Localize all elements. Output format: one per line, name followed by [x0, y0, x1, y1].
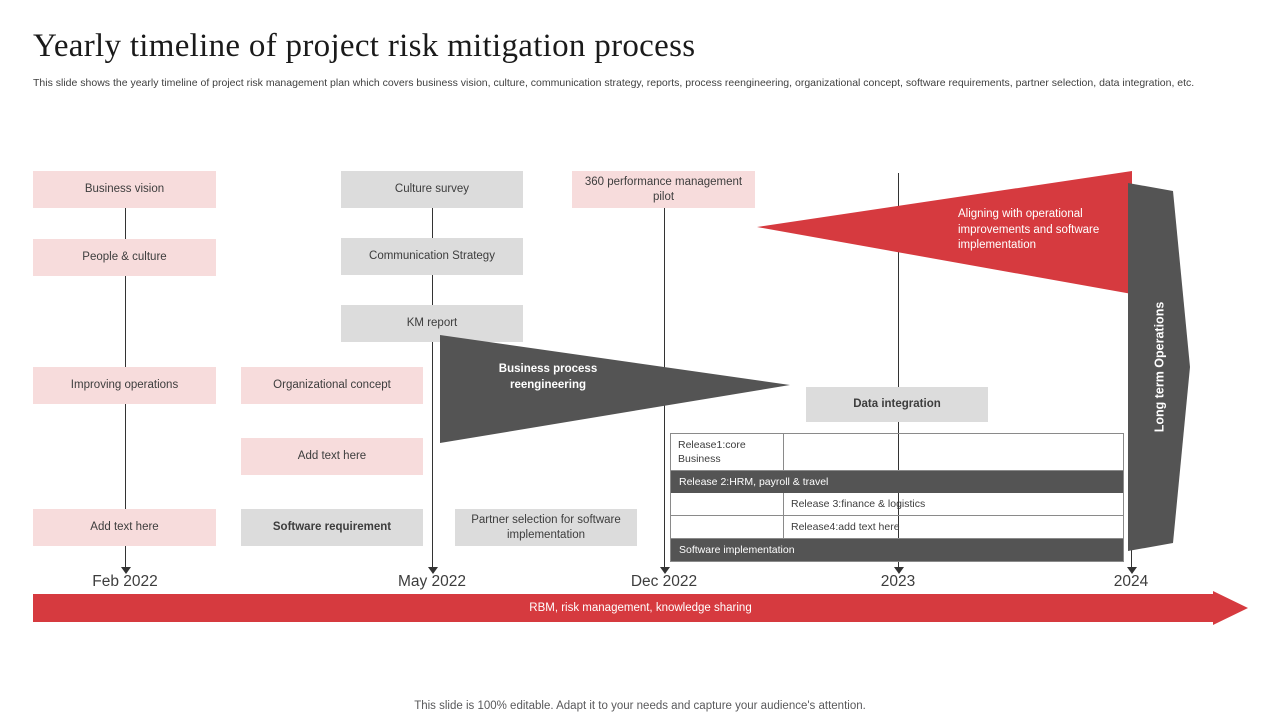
red-triangle-shape [757, 171, 1132, 294]
table-cell-software-implementation: Software implementation [679, 544, 795, 556]
milestone-360-performance-management-pilot[interactable]: 360 performance management pilot [572, 171, 755, 208]
dark-triangle-shape [440, 335, 790, 443]
milestone-add-text-here-1[interactable]: Add text here [33, 509, 216, 546]
axis-arrowhead-2024 [1127, 567, 1137, 574]
bottom-timeline-arrow[interactable] [33, 591, 1248, 625]
table-cell-release-4-left [671, 516, 784, 538]
axis-arrowhead-dec-2022 [660, 567, 670, 574]
table-cell-release-3-left [671, 493, 784, 515]
table-cell-release-1-right [784, 434, 1123, 470]
axis-label-feb-2022: Feb 2022 [92, 573, 158, 590]
milestone-culture-survey[interactable]: Culture survey [341, 171, 523, 208]
page-subtitle: This slide shows the yearly timeline of … [33, 77, 1195, 89]
hexagon-shape [1128, 183, 1190, 551]
release-table: Release1:core Business Release 2:HRM, pa… [670, 433, 1124, 562]
long-term-operations-shape[interactable] [1128, 183, 1190, 556]
aligning-with-operational-improvements-label: Aligning with operational improvements a… [958, 207, 1153, 254]
axis-arrowhead-2023 [894, 567, 904, 574]
axis-label-2023: 2023 [880, 573, 916, 590]
business-process-reengineering-label: Business process reengineering [468, 362, 628, 393]
table-row[interactable]: Release 2:HRM, payroll & travel [671, 471, 1123, 493]
milestone-partner-selection[interactable]: Partner selection for software implement… [455, 509, 637, 546]
milestone-communication-strategy[interactable]: Communication Strategy [341, 238, 523, 275]
business-process-reengineering-arrow[interactable] [440, 334, 790, 444]
aligning-with-operational-improvements-arrow[interactable] [757, 171, 1133, 295]
page-title: Yearly timeline of project risk mitigati… [33, 28, 696, 64]
milestone-business-vision[interactable]: Business vision [33, 171, 216, 208]
milestone-km-report[interactable]: KM report [341, 305, 523, 342]
table-cell-release-2: Release 2:HRM, payroll & travel [679, 476, 829, 488]
milestone-people-and-culture[interactable]: People & culture [33, 239, 216, 276]
aligning-text: Aligning with operational improvements a… [958, 208, 1100, 251]
milestone-software-requirement[interactable]: Software requirement [241, 509, 423, 546]
milestone-organizational-concept[interactable]: Organizational concept [241, 367, 423, 404]
table-row[interactable]: Release1:core Business [671, 434, 1123, 471]
table-cell-release-1: Release1:core Business [671, 434, 784, 470]
red-arrow-shape [33, 591, 1248, 625]
business-process-reengineering-text: Business process reengineering [498, 363, 598, 391]
table-row[interactable]: Release 3:finance & logistics [671, 493, 1123, 516]
axis-line-2023 [898, 173, 899, 571]
milestone-add-text-here-2[interactable]: Add text here [241, 438, 423, 475]
axis-line-may-2022 [432, 205, 433, 571]
axis-label-dec-2022: Dec 2022 [630, 573, 698, 590]
table-cell-release-4: Release4:add text here [791, 521, 900, 533]
table-row[interactable]: Release4:add text here [671, 516, 1123, 539]
table-cell-release-3: Release 3:finance & logistics [791, 498, 926, 510]
axis-label-2024: 2024 [1113, 573, 1149, 590]
milestone-data-integration[interactable]: Data integration [806, 387, 988, 422]
axis-arrowhead-feb-2022 [121, 567, 131, 574]
table-row[interactable]: Software implementation [671, 539, 1123, 561]
milestone-improving-operations[interactable]: Improving operations [33, 367, 216, 404]
slide-footer-note: This slide is 100% editable. Adapt it to… [414, 700, 866, 712]
axis-arrowhead-may-2022 [428, 567, 438, 574]
axis-label-may-2022: May 2022 [397, 573, 467, 590]
